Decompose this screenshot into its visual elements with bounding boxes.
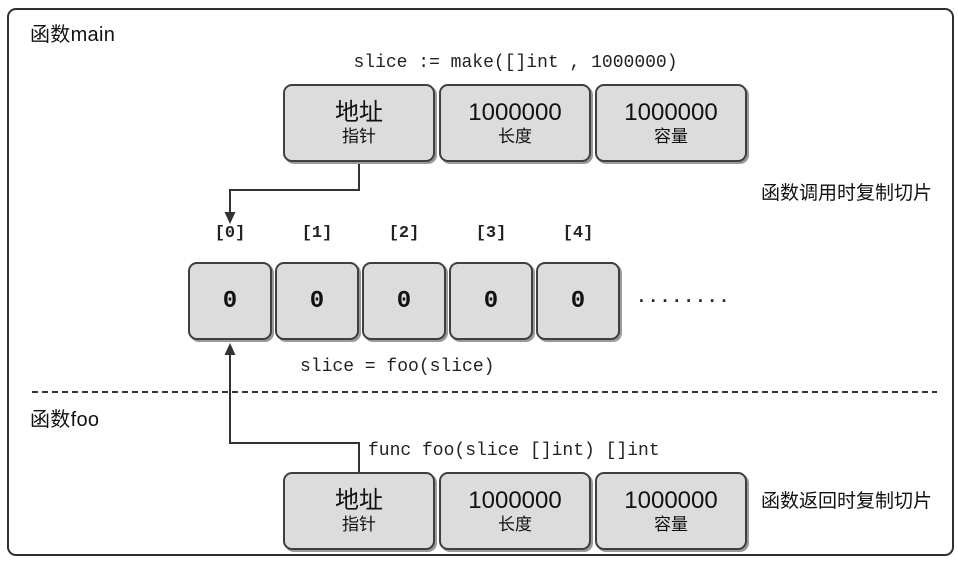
make-statement-code: slice := make([]int , 1000000) bbox=[353, 53, 678, 73]
pointer-box-label: 指针 bbox=[342, 515, 376, 534]
array-cell-0: 0 bbox=[188, 262, 272, 340]
return-copy-arrow-line bbox=[229, 355, 360, 472]
main-slice-header: 地址 指针 1000000 长度 1000000 容量 bbox=[283, 84, 748, 162]
call-copy-annotation: 函数调用时复制切片 bbox=[760, 183, 932, 204]
array-index-4: [4] bbox=[562, 224, 594, 243]
length-box-value: 1000000 bbox=[468, 487, 562, 514]
pointer-box-label: 指针 bbox=[342, 127, 376, 146]
array-ellipsis: ........ bbox=[636, 288, 731, 308]
func-declaration-code: func foo(slice []int) []int bbox=[368, 441, 660, 461]
pointer-box-value: 地址 bbox=[335, 487, 383, 514]
main-length-box: 1000000 长度 bbox=[439, 84, 591, 162]
foo-length-box: 1000000 长度 bbox=[439, 472, 591, 550]
array-index-1: [1] bbox=[301, 224, 333, 243]
array-index-2: [2] bbox=[388, 224, 420, 243]
array-cell-2: 0 bbox=[362, 262, 446, 340]
foo-pointer-box: 地址 指针 bbox=[283, 472, 435, 550]
capacity-box-label: 容量 bbox=[654, 127, 688, 146]
array-index-3: [3] bbox=[475, 224, 507, 243]
pointer-box-value: 地址 bbox=[335, 99, 383, 126]
capacity-box-value: 1000000 bbox=[624, 99, 718, 126]
array-cell-4: 0 bbox=[536, 262, 620, 340]
call-copy-arrowhead-icon bbox=[224, 212, 236, 224]
main-pointer-box: 地址 指针 bbox=[283, 84, 435, 162]
call-copy-arrow-line bbox=[229, 163, 360, 213]
capacity-box-label: 容量 bbox=[654, 515, 688, 534]
length-box-label: 长度 bbox=[498, 515, 532, 534]
array-cell-3: 0 bbox=[449, 262, 533, 340]
length-box-label: 长度 bbox=[498, 127, 532, 146]
capacity-box-value: 1000000 bbox=[624, 487, 718, 514]
return-copy-annotation: 函数返回时复制切片 bbox=[760, 491, 932, 512]
array-cell-1: 0 bbox=[275, 262, 359, 340]
foo-function-label: 函数foo bbox=[30, 409, 100, 431]
foo-slice-header: 地址 指针 1000000 长度 1000000 容量 bbox=[283, 472, 748, 550]
main-function-label: 函数main bbox=[30, 24, 116, 46]
call-statement-code: slice = foo(slice) bbox=[300, 357, 495, 377]
foo-capacity-box: 1000000 容量 bbox=[595, 472, 747, 550]
diagram-border bbox=[7, 8, 954, 556]
length-box-value: 1000000 bbox=[468, 99, 562, 126]
return-copy-arrowhead-icon bbox=[224, 343, 236, 355]
array-index-0: [0] bbox=[214, 224, 246, 243]
main-capacity-box: 1000000 容量 bbox=[595, 84, 747, 162]
